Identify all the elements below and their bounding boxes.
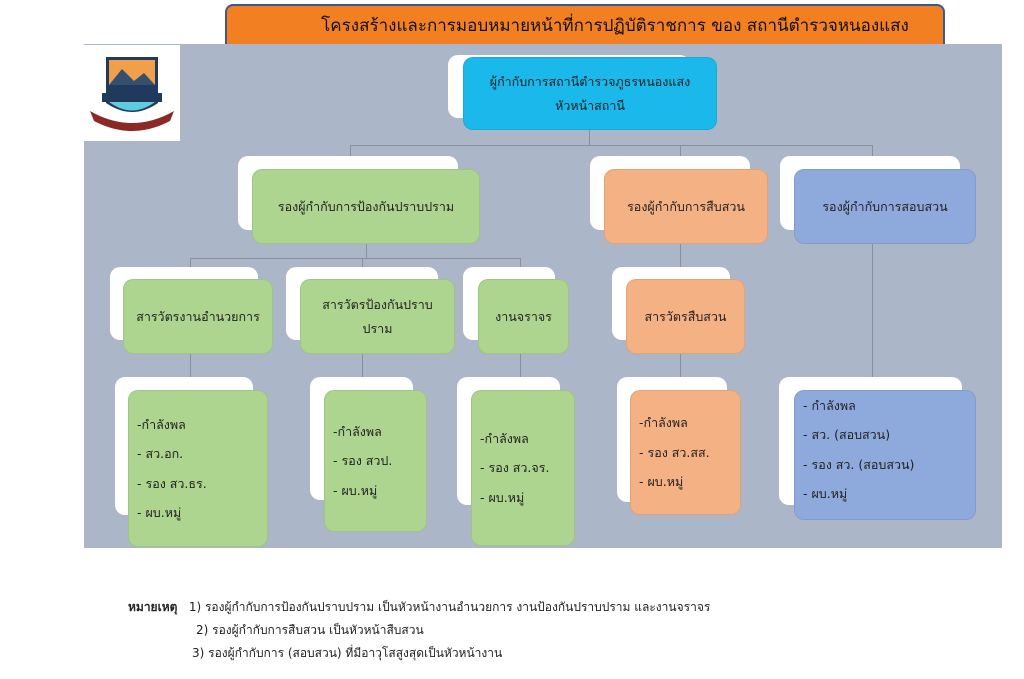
staff-item: - รอง สว.จร. bbox=[480, 460, 550, 476]
staff-item: - รอง สว. (สอบสวน) bbox=[803, 456, 915, 472]
notes: หมายเหตุ 1) รองผู้กำกับการป้องกันปราบปรา… bbox=[128, 596, 710, 665]
staff-item: -กำลังพล bbox=[137, 416, 186, 432]
staff-inquiry-box[interactable]: - กำลังพล - สว. (สอบสวน) - รอง สว. (สอบส… bbox=[794, 390, 976, 520]
deputy-prevention-box[interactable]: รองผู้กำกับการป้องกันปราบปราม bbox=[252, 169, 480, 244]
note-item: 3) รองผู้กำกับการ (สอบสวน) ที่มีอาวุโสสู… bbox=[192, 646, 503, 660]
staff-item: - กำลังพล bbox=[803, 398, 856, 413]
staff-item: - รอง สว.ธร. bbox=[137, 475, 207, 491]
staff-item: - ผบ.หมู่ bbox=[803, 486, 848, 502]
unit-prevention-box[interactable]: สารวัตรป้องกันปราบปราม bbox=[300, 279, 455, 354]
station-logo bbox=[84, 45, 180, 141]
staff-item: - ผบ.หมู่ bbox=[639, 474, 684, 490]
staff-item: - สว.อก. bbox=[137, 446, 184, 462]
staff-item: -กำลังพล bbox=[639, 415, 688, 431]
staff-item: - ผบ.หมู่ bbox=[333, 482, 378, 498]
staff-prevention-box[interactable]: -กำลังพล - รอง สวป. - ผบ.หมู่ bbox=[324, 390, 427, 532]
station-chief-role: หัวหน้าสถานี bbox=[555, 97, 625, 113]
staff-item: -กำลังพล bbox=[480, 430, 529, 446]
staff-administration-box[interactable]: -กำลังพล - สว.อก. - รอง สว.ธร. - ผบ.หมู่ bbox=[128, 390, 268, 547]
unit-administration-box[interactable]: สารวัตรงานอำนวยการ bbox=[123, 279, 273, 354]
staff-item: - รอง สว.สส. bbox=[639, 444, 710, 460]
station-chief-box[interactable]: ผู้กำกับการสถานีตำรวจภูธรหนองแสง หัวหน้า… bbox=[463, 57, 717, 130]
note-item: 1) รองผู้กำกับการป้องกันปราบปราม เป็นหัว… bbox=[188, 600, 711, 614]
staff-item: - รอง สวป. bbox=[333, 453, 393, 469]
notes-label: หมายเหตุ bbox=[128, 600, 178, 614]
staff-investigation-box[interactable]: -กำลังพล - รอง สว.สส. - ผบ.หมู่ bbox=[630, 390, 741, 515]
deputy-inquiry-box[interactable]: รองผู้กำกับการสอบสวน bbox=[794, 169, 976, 244]
note-item: 2) รองผู้กำกับการสืบสวน เป็นหัวหน้าสืบสว… bbox=[196, 623, 424, 637]
deputy-investigation-box[interactable]: รองผู้กำกับการสืบสวน bbox=[604, 169, 768, 244]
staff-item: - ผบ.หมู่ bbox=[480, 489, 525, 505]
unit-investigation-box[interactable]: สารวัตรสืบสวน bbox=[626, 279, 745, 354]
unit-traffic-box[interactable]: งานจราจร bbox=[478, 279, 569, 354]
station-chief-title: ผู้กำกับการสถานีตำรวจภูธรหนองแสง bbox=[489, 73, 691, 89]
staff-traffic-box[interactable]: -กำลังพล - รอง สว.จร. - ผบ.หมู่ bbox=[471, 390, 575, 546]
staff-item: -กำลังพล bbox=[333, 423, 382, 439]
staff-item: - ผบ.หมู่ bbox=[137, 504, 182, 520]
chart-title: โครงสร้างและการมอบหมายหน้าที่การปฏิบัติร… bbox=[225, 4, 945, 48]
staff-item: - สว. (สอบสวน) bbox=[803, 427, 891, 443]
